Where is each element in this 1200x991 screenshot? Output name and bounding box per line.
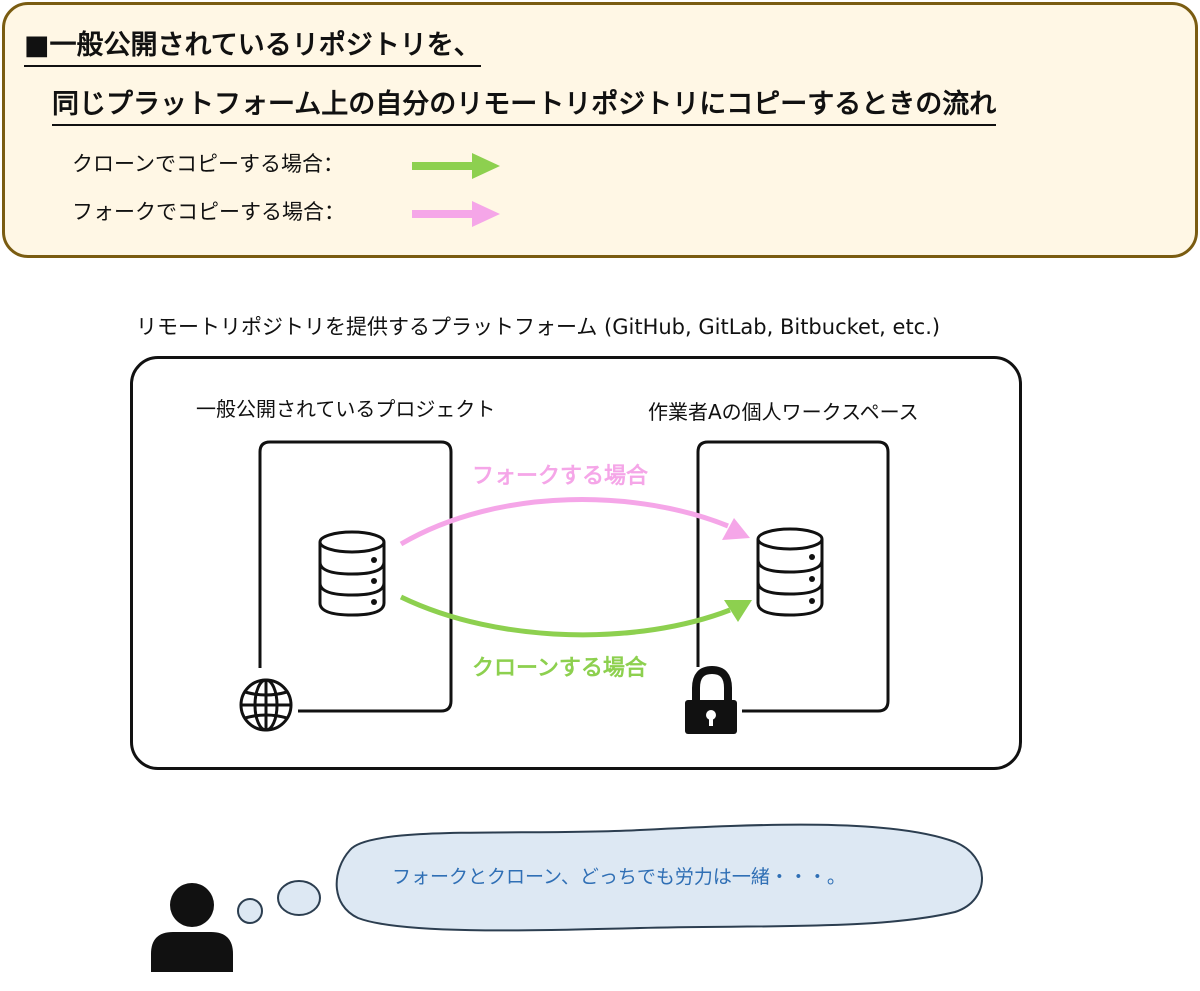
header-panel bbox=[2, 2, 1198, 258]
legend-clone-label: クローンでコピーする場合： bbox=[72, 152, 344, 176]
title-line-1: ■一般公開されているリポジトリを、 bbox=[24, 29, 481, 67]
person-icon bbox=[151, 883, 233, 972]
legend-fork-label: フォークでコピーする場合： bbox=[72, 200, 345, 224]
fork-arrow bbox=[399, 497, 729, 547]
legend-clone-arrow-icon bbox=[412, 153, 500, 179]
fork-route-label: フォークする場合 bbox=[472, 464, 649, 489]
thought-dot-large bbox=[277, 880, 321, 916]
thought-dot-small bbox=[237, 898, 263, 924]
workspace-label: 作業者Aの個人ワークスペース bbox=[648, 400, 919, 424]
target-database-icon bbox=[756, 527, 824, 617]
source-database-icon bbox=[318, 530, 386, 617]
platform-container bbox=[130, 356, 1022, 770]
public-project-label: 一般公開されているプロジェクト bbox=[196, 397, 496, 421]
lock-icon bbox=[685, 665, 737, 734]
legend-fork-arrow-icon bbox=[412, 201, 500, 227]
clone-route-label: クローンする場合 bbox=[472, 656, 647, 681]
clone-arrow bbox=[399, 594, 731, 638]
title-line-2: 同じプラットフォーム上の自分のリモートリポジトリにコピーするときの流れ bbox=[52, 88, 997, 126]
globe-icon bbox=[239, 678, 293, 732]
public-project-box bbox=[258, 440, 453, 713]
platform-label: リモートリポジトリを提供するプラットフォーム (GitHub, GitLab, … bbox=[136, 315, 941, 339]
fork-arrowhead-icon bbox=[722, 518, 750, 540]
workspace-box bbox=[696, 440, 890, 713]
thought-bubble bbox=[335, 823, 983, 932]
clone-arrowhead-icon bbox=[724, 600, 752, 622]
thought-text: フォークとクローン、どっちでも労力は一緒・・・。 bbox=[392, 866, 846, 888]
